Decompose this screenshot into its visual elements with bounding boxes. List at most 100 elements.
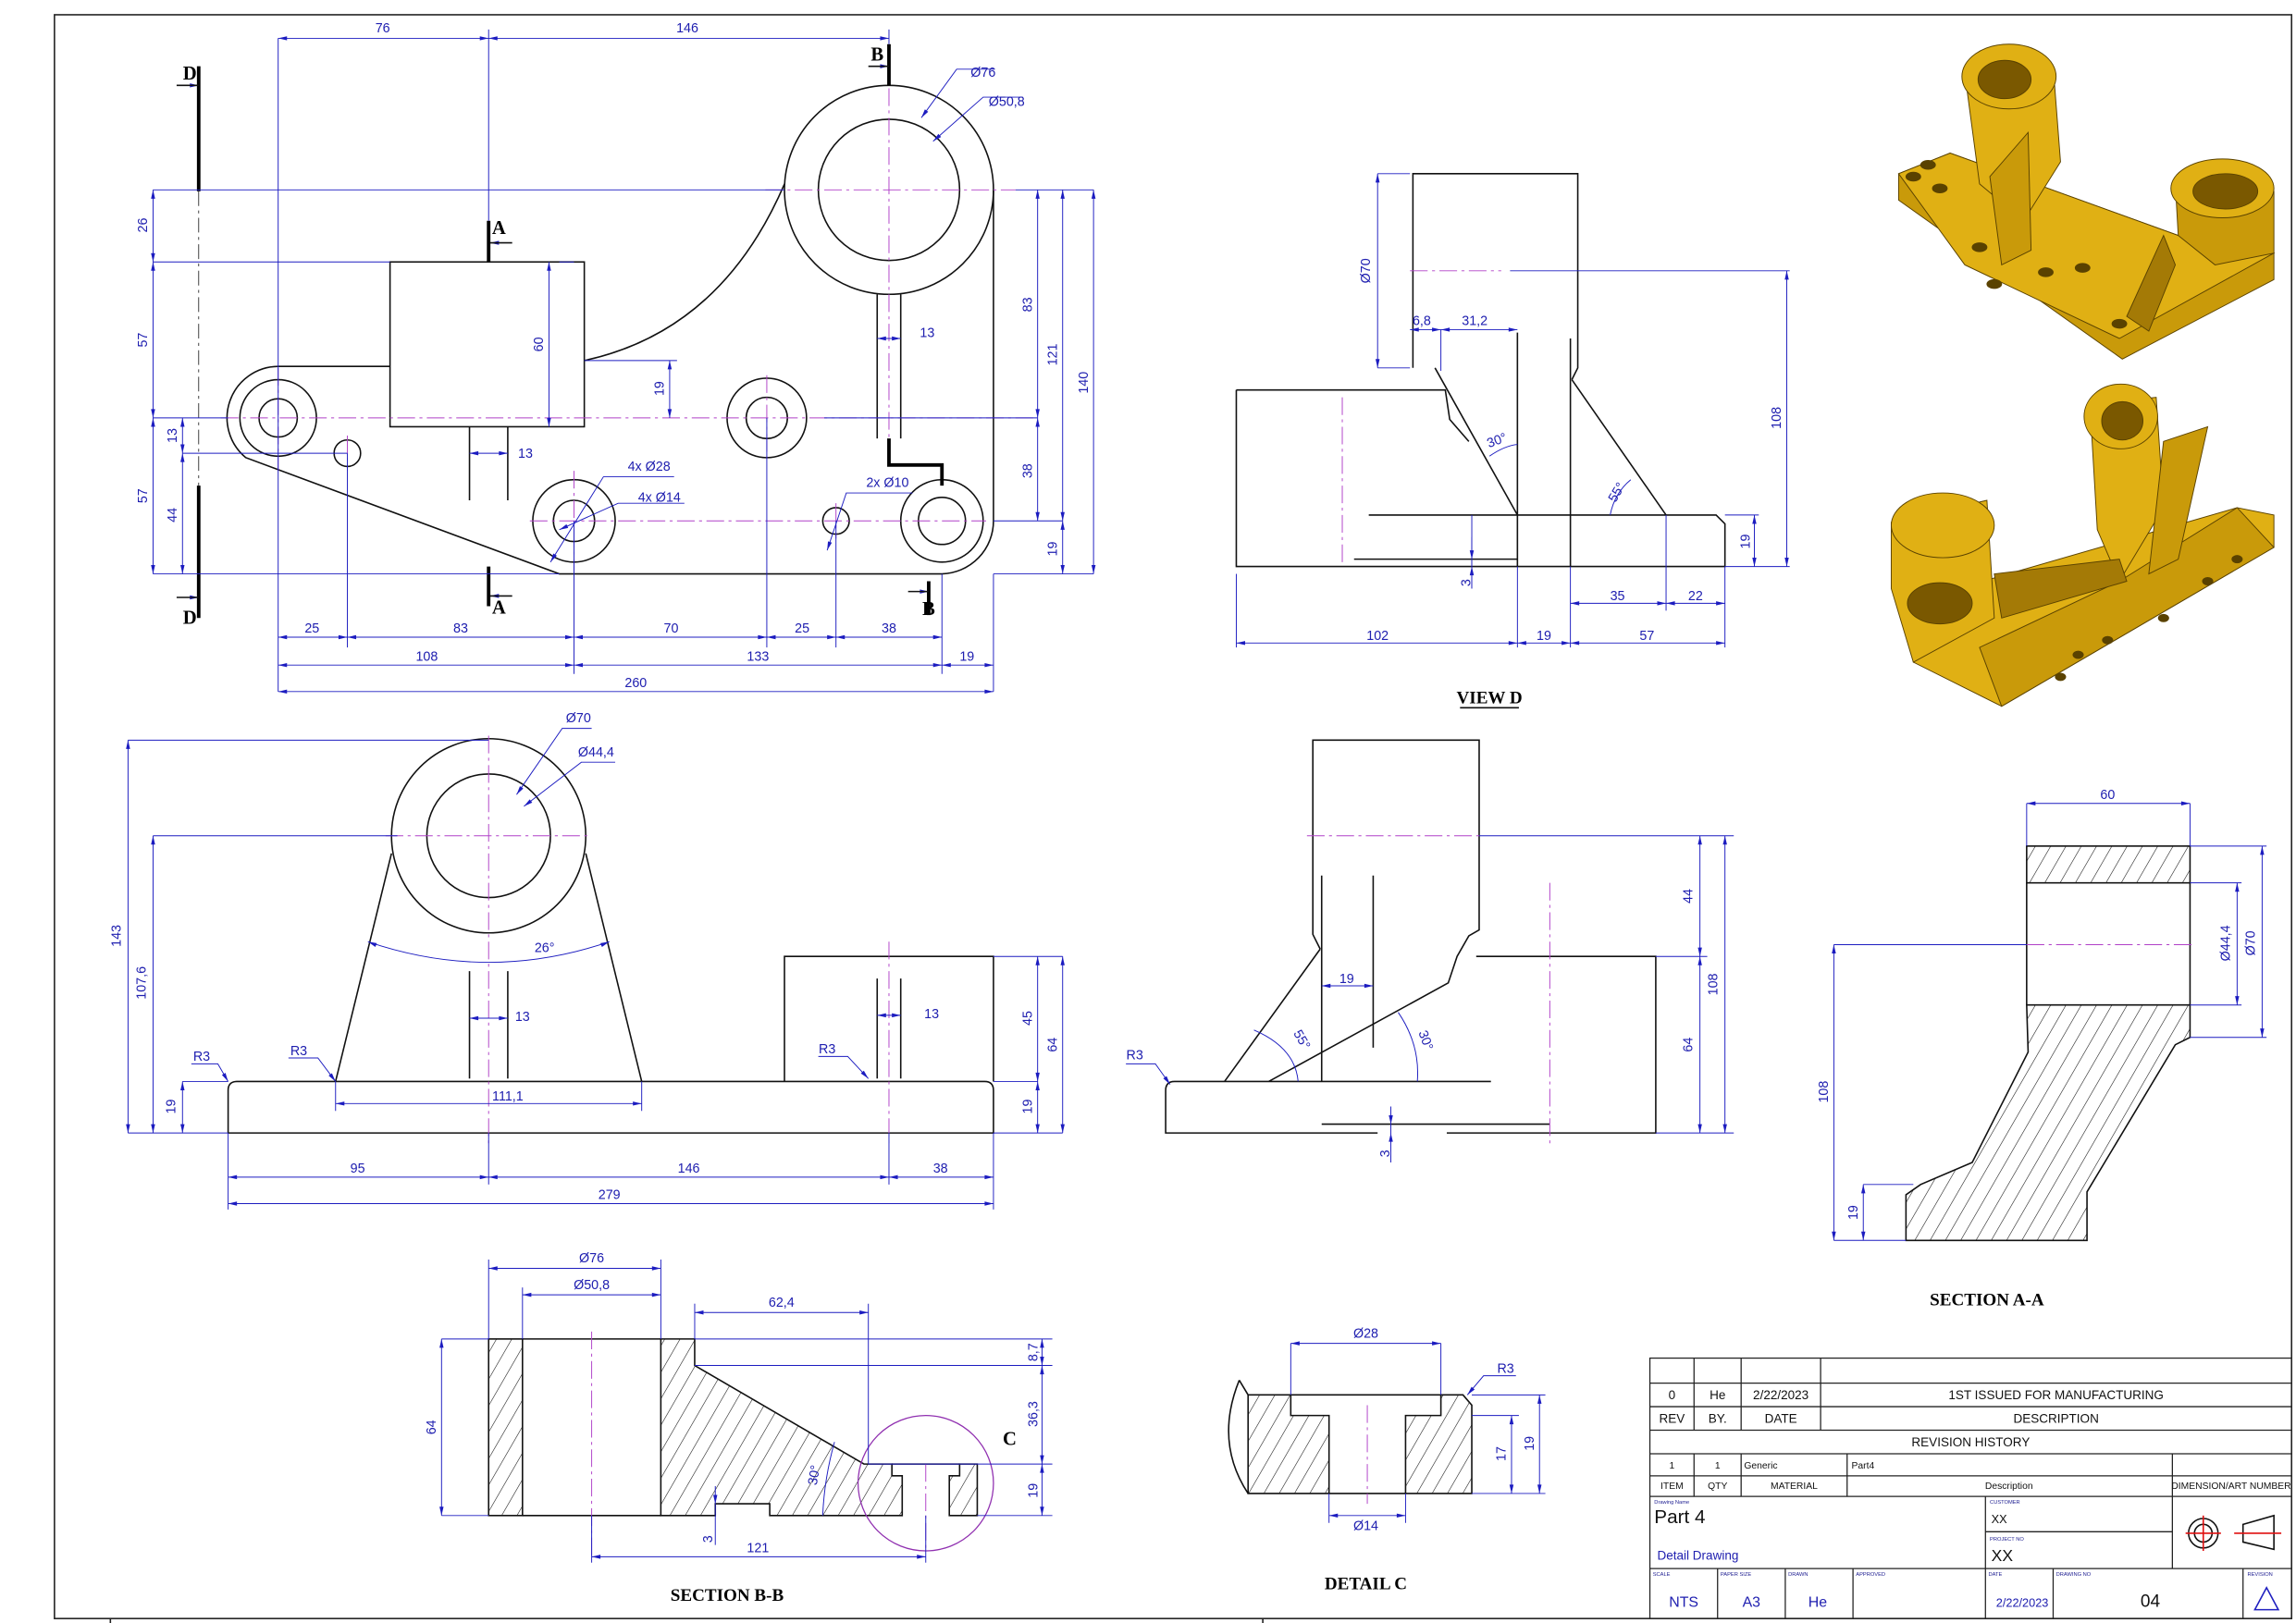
arrowhead-icon: [1060, 190, 1065, 199]
isometric-views: [1890, 43, 2276, 707]
arrowhead-icon: [367, 941, 377, 948]
dimension-label: 107,6: [135, 966, 150, 1000]
arrowhead-icon: [180, 444, 185, 454]
paper-size-label: PAPER SIZE: [1721, 1572, 1751, 1578]
drawn-value: He: [1808, 1594, 1827, 1610]
arrowhead-icon: [574, 634, 584, 640]
arrowhead-icon: [859, 1310, 869, 1315]
paper-size-value: A3: [1743, 1594, 1761, 1610]
arrowhead-icon: [1290, 1341, 1300, 1346]
model-hole: [1920, 159, 1936, 170]
drawn-label: DRAWN: [1788, 1572, 1808, 1578]
arrowhead-icon: [932, 662, 943, 668]
arrowhead-icon: [1722, 835, 1727, 845]
outline-line: [1571, 379, 1667, 516]
dimension-label: Ø76: [970, 66, 995, 80]
arrowhead-icon: [151, 417, 155, 427]
header-date: DATE: [1765, 1412, 1797, 1426]
dimension-label: 3: [1459, 579, 1474, 586]
bom-header-item: ITEM: [1660, 1482, 1684, 1492]
arrowhead-icon: [2235, 882, 2240, 892]
arrowhead-icon: [439, 1506, 444, 1516]
arrowhead-icon: [1861, 1184, 1866, 1194]
arrowhead-icon: [880, 36, 889, 41]
dimension-label: 111,1: [492, 1089, 524, 1104]
dimension-label: Ø70: [1359, 258, 1374, 283]
arrowhead-icon: [827, 541, 833, 551]
dimension-label: 19: [1027, 1483, 1042, 1498]
arrowhead-icon: [1163, 1076, 1170, 1085]
dimension-label: 17: [1495, 1446, 1510, 1461]
leader-line: [516, 728, 592, 795]
dimension-label: 36,3: [1027, 1401, 1042, 1427]
outline-line: [585, 853, 643, 1082]
dimension-label: 55°: [1290, 1027, 1313, 1052]
section-title: SECTION A-A: [1930, 1290, 2044, 1309]
arrowhead-icon: [1537, 1395, 1542, 1404]
arrowhead-icon: [1389, 1115, 1393, 1125]
arrowhead-icon: [1570, 641, 1580, 646]
arrowhead-icon: [1060, 565, 1065, 574]
arrowhead-icon: [892, 336, 901, 341]
arrowhead-icon: [2260, 845, 2265, 855]
model-hole: [2111, 318, 2128, 329]
arrowhead-icon: [180, 453, 185, 462]
arrowhead-icon: [1035, 409, 1040, 418]
arrowhead-icon: [1469, 566, 1475, 576]
dimension-label: 19: [959, 649, 974, 664]
dimension-label: 38: [933, 1162, 948, 1176]
dimension-label: 140: [1077, 372, 1092, 394]
dimension-label: 30°: [806, 1464, 824, 1486]
section-title: SECTION B-B: [671, 1586, 784, 1605]
arrowhead-icon: [1035, 1081, 1040, 1090]
arrowhead-icon: [892, 1013, 901, 1018]
dimension-label: 2x Ø10: [866, 476, 908, 491]
dimension-label: 19: [1846, 1205, 1861, 1220]
dimension-label: 102: [1366, 629, 1389, 644]
arrowhead-icon: [1040, 1506, 1044, 1516]
arrowhead-icon: [151, 262, 155, 271]
hatched-section: [948, 1463, 979, 1517]
dimension-label: 4x Ø28: [628, 460, 671, 474]
boss-outline: [389, 261, 586, 428]
dimension-label: 55°: [1606, 480, 1629, 505]
bom-qty: 1: [1715, 1461, 1721, 1471]
detail-marker-c: C: [1003, 1429, 1017, 1449]
dimension-label: 83: [453, 621, 468, 636]
base-outline: [227, 1080, 994, 1134]
arrowhead-icon: [1861, 1231, 1866, 1241]
arrowhead-icon: [1752, 558, 1757, 567]
dimension-label: 57: [136, 333, 151, 348]
arrowhead-icon: [877, 1013, 886, 1018]
angle-arc: [1610, 479, 1632, 516]
projection-cone-icon: [2241, 1514, 2275, 1551]
arrowhead-icon: [1035, 511, 1040, 522]
model-hole: [2072, 650, 2084, 659]
date-value: 2/22/2023: [1996, 1595, 2049, 1609]
arrowhead-icon: [1784, 270, 1789, 280]
base-outline: [1165, 1080, 1491, 1091]
bom-item: 1: [1670, 1461, 1675, 1471]
approved-label: APPROVED: [1856, 1572, 1885, 1578]
dimension-label: Ø44,4: [578, 745, 614, 760]
section-label-b: B: [870, 44, 883, 65]
cutting-plane-line: [887, 438, 944, 486]
arrowhead-icon: [1375, 359, 1380, 368]
arrowhead-icon: [1467, 1386, 1475, 1396]
arrowhead-icon: [766, 634, 776, 640]
dimension-label: R3: [290, 1044, 307, 1059]
dimension-label: 4x Ø14: [638, 491, 681, 506]
dimension-label: 76: [376, 21, 390, 36]
model-cylinder-top: [1890, 492, 1995, 559]
outline-path: [584, 183, 785, 362]
arrowhead-icon: [713, 1494, 718, 1505]
dimension-label: 62,4: [769, 1296, 795, 1310]
arrowhead-icon: [1364, 983, 1374, 989]
arrowhead-icon: [1375, 173, 1380, 183]
leader-line: [1126, 1063, 1171, 1085]
arrowhead-icon: [1040, 1338, 1044, 1348]
arrowhead-icon: [151, 190, 155, 199]
